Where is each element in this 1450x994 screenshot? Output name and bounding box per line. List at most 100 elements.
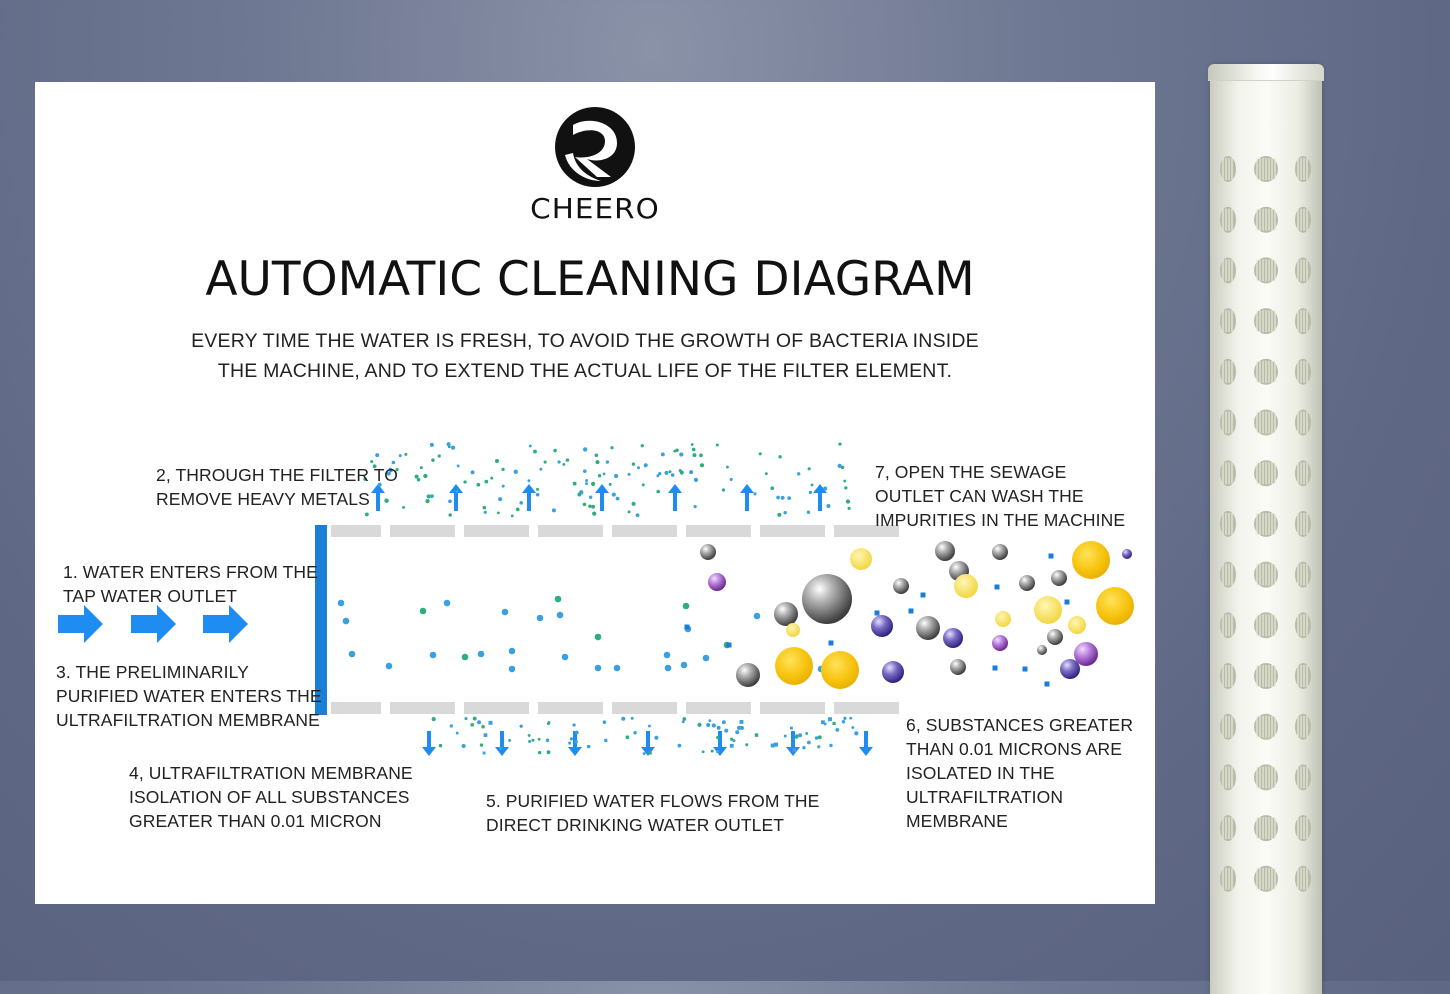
water-particle: [802, 745, 806, 750]
water-particle: [1044, 681, 1050, 687]
water-particle: [611, 492, 616, 497]
water-particle: [431, 717, 436, 722]
filter-hole: [1295, 764, 1311, 791]
water-particle: [498, 746, 503, 750]
water-particle: [631, 501, 636, 506]
water-particle: [372, 464, 377, 469]
up-arrow-icon: [449, 484, 463, 511]
impurity-ball: [786, 623, 800, 637]
water-particle: [482, 505, 487, 510]
water-particle: [663, 651, 671, 659]
water-particle: [508, 647, 516, 655]
water-particle: [729, 477, 733, 482]
water-particle: [844, 486, 848, 490]
water-particle: [527, 733, 531, 737]
water-particle: [817, 735, 822, 740]
subtitle-line-1: EVERY TIME THE WATER IS FRESH, TO AVOID …: [191, 330, 979, 352]
filter-hole: [1254, 612, 1278, 639]
filter-hole: [1220, 764, 1236, 791]
page-title: AUTOMATIC CLEANING DIAGRAM: [205, 252, 975, 307]
water-particle: [582, 447, 588, 452]
filter-hole: [1254, 257, 1278, 284]
water-particle: [625, 735, 630, 740]
filter-hole: [1254, 764, 1278, 791]
water-particle: [721, 720, 726, 725]
water-particle: [590, 481, 596, 486]
water-particle: [807, 467, 811, 471]
water-particle: [602, 472, 606, 476]
water-particle: [778, 455, 782, 459]
water-particle: [849, 716, 853, 720]
water-particle: [602, 720, 607, 724]
water-particle: [692, 453, 697, 458]
water-particle: [721, 488, 726, 492]
filter-hole: [1254, 460, 1278, 487]
filter-hole: [1295, 865, 1311, 892]
water-particle: [660, 452, 665, 457]
water-particle: [699, 453, 703, 458]
water-particle: [689, 470, 694, 475]
water-particle: [594, 664, 602, 672]
water-particle: [613, 664, 621, 672]
water-particle: [404, 452, 408, 456]
water-particle: [398, 454, 402, 458]
impurity-ball: [1072, 541, 1110, 579]
water-particle: [615, 496, 620, 501]
water-particle: [554, 595, 562, 603]
water-particle: [527, 479, 531, 483]
water-particle: [450, 445, 456, 450]
impurity-ball: [992, 635, 1008, 651]
water-particle: [425, 498, 430, 504]
water-particle: [798, 733, 803, 738]
impurity-ball: [850, 548, 872, 570]
water-particle: [402, 505, 406, 509]
water-particle: [699, 463, 705, 468]
water-particle: [730, 737, 733, 741]
impurity-ball: [871, 615, 893, 637]
water-particle: [484, 479, 489, 484]
water-particle: [753, 612, 761, 620]
water-particle: [537, 737, 541, 741]
water-particle: [874, 610, 880, 616]
water-particle: [729, 743, 734, 748]
water-particle: [829, 743, 833, 748]
water-particle: [711, 723, 716, 728]
water-particle: [1048, 553, 1054, 559]
filter-hole: [1295, 663, 1311, 689]
step-3-label: 3. THE PRELIMINARILY PURIFIED WATER ENTE…: [56, 662, 322, 730]
water-particle: [592, 511, 597, 516]
water-particle: [736, 725, 742, 730]
water-particle: [488, 720, 493, 725]
water-particle: [572, 481, 577, 486]
water-particle: [438, 743, 443, 748]
water-particle: [565, 458, 570, 462]
water-particle: [805, 732, 809, 735]
right-arrow-icon: [58, 605, 103, 643]
water-particle: [792, 748, 797, 752]
bottom-membrane: [331, 702, 899, 714]
impurity-ball: [954, 574, 978, 598]
water-particle: [773, 742, 779, 747]
impurity-ball: [736, 663, 760, 687]
brand-name: CHEERO: [530, 192, 660, 225]
filter-hole: [1295, 308, 1311, 335]
water-particle: [455, 731, 459, 735]
water-particle: [531, 738, 535, 742]
water-particle: [697, 722, 702, 727]
water-particle: [501, 467, 505, 472]
water-particle: [501, 484, 505, 488]
water-particle: [463, 480, 467, 484]
filter-hole: [1254, 663, 1278, 689]
water-particle: [594, 633, 602, 641]
water-particle: [843, 479, 847, 483]
filter-hole: [1254, 815, 1278, 842]
water-particle: [780, 495, 785, 500]
filter-hole: [1295, 510, 1311, 537]
water-particle: [483, 733, 488, 738]
water-particle: [449, 724, 453, 728]
water-particle: [679, 452, 684, 457]
impurity-ball: [708, 573, 726, 591]
water-particle: [536, 614, 544, 622]
impurity-ball: [1019, 575, 1035, 591]
water-particle: [605, 460, 610, 464]
